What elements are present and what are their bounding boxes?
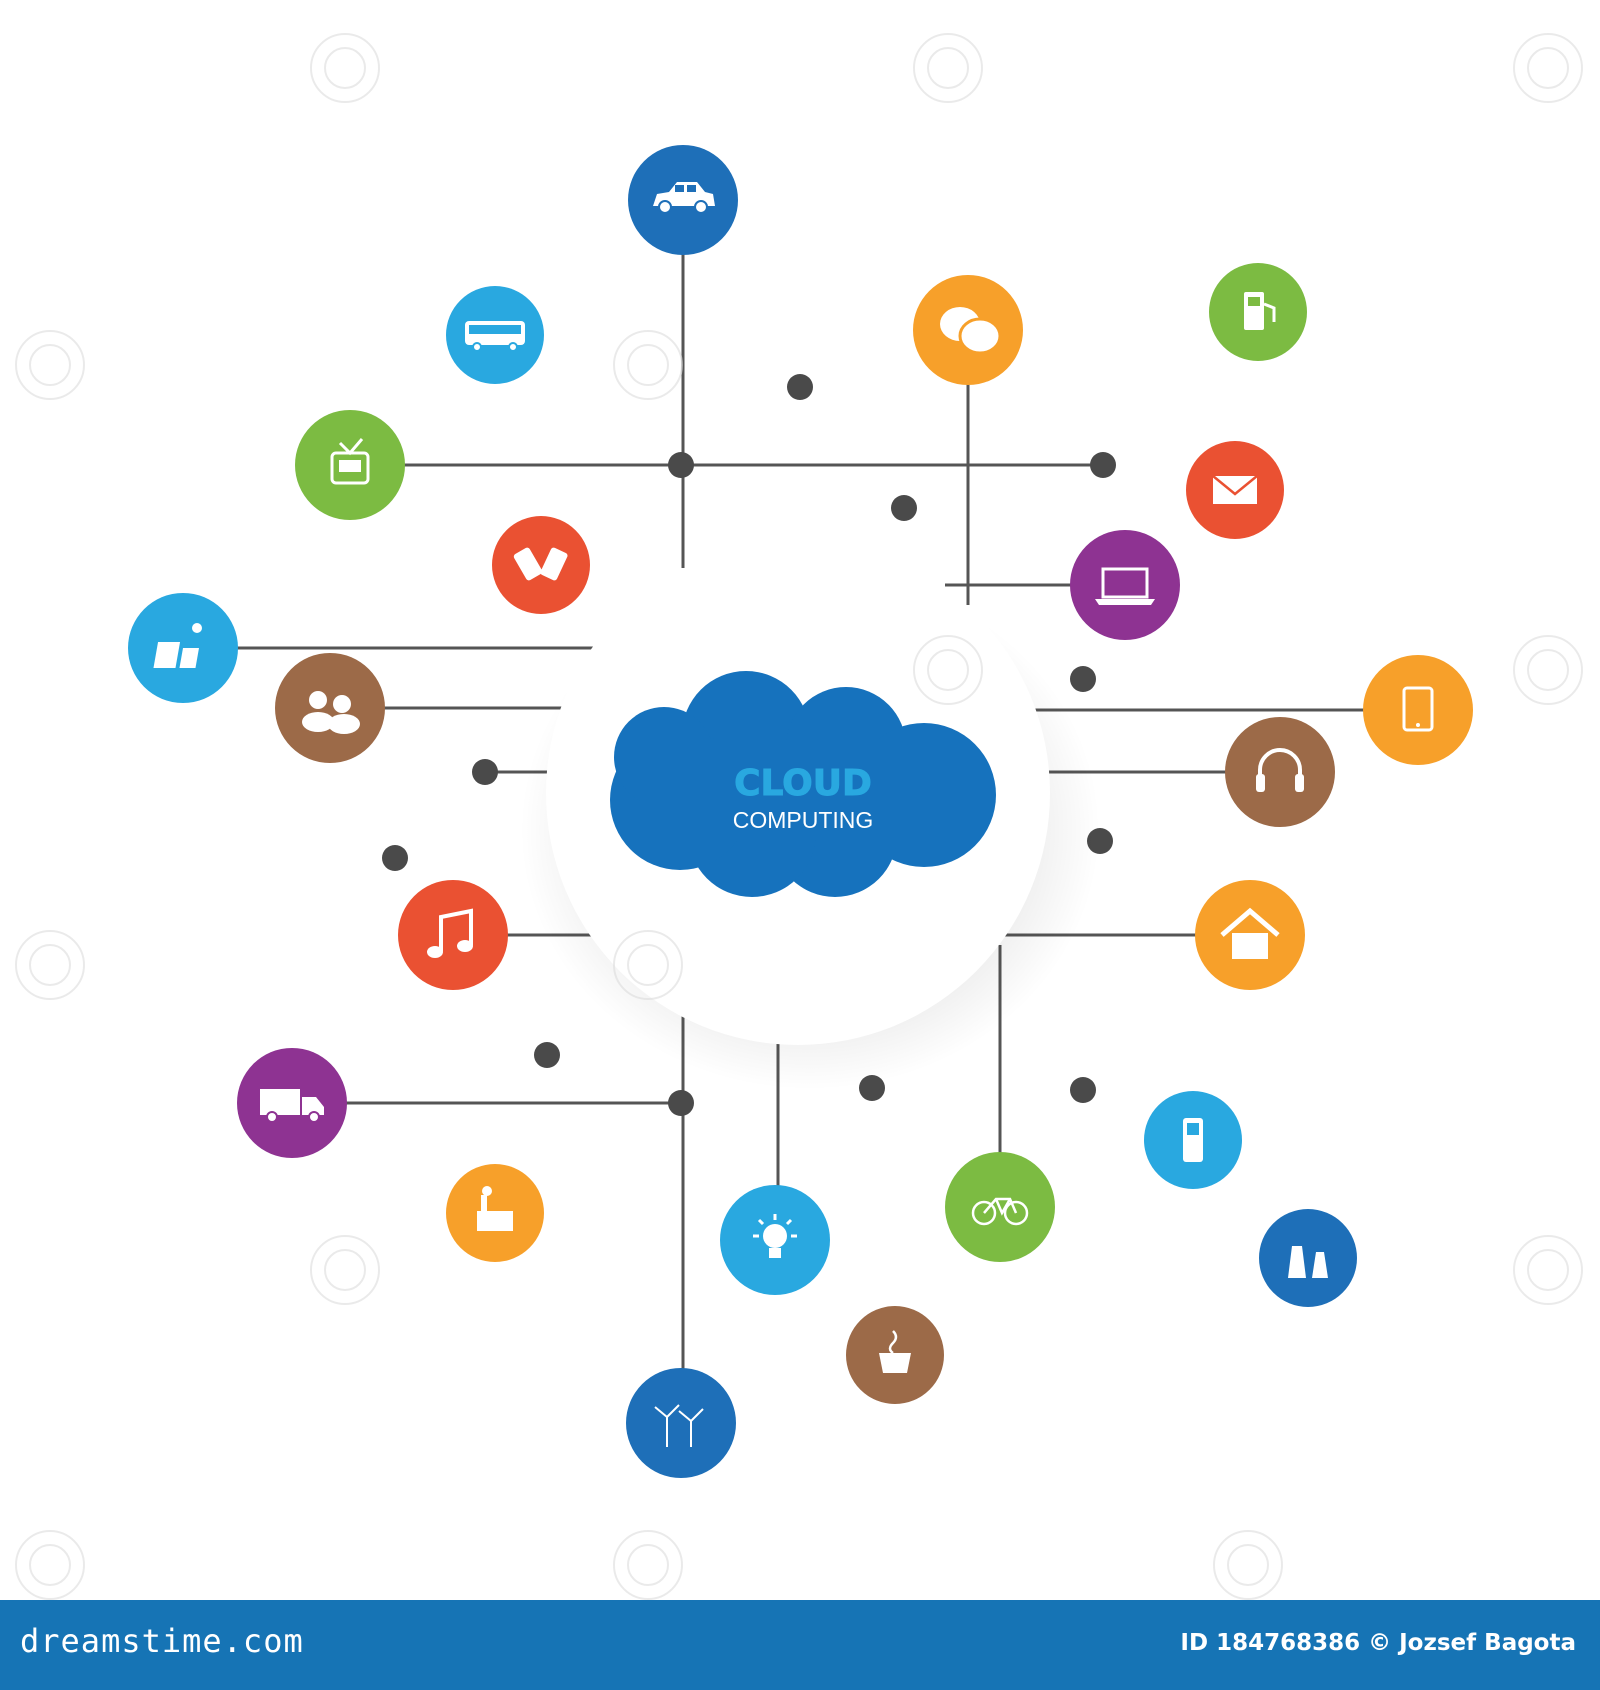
laptop-icon — [1095, 567, 1155, 605]
cell-phone-node — [1144, 1091, 1242, 1189]
mobile-phones-icon — [513, 547, 568, 581]
wind-turbine-icon — [654, 1404, 704, 1447]
mobile-phones-node — [492, 516, 590, 614]
junction-dot — [1090, 452, 1116, 478]
car-icon — [653, 182, 715, 214]
network-dot — [1070, 666, 1096, 692]
bicycle-node — [945, 1152, 1055, 1262]
people-node — [275, 653, 385, 763]
factory-node — [446, 1164, 544, 1262]
network-dot — [472, 759, 498, 785]
music-note-icon — [427, 908, 473, 958]
network-dot — [382, 845, 408, 871]
bus-icon — [465, 321, 525, 352]
mail-icon — [1212, 475, 1258, 504]
network-dot — [891, 495, 917, 521]
solar-panel-icon — [153, 623, 202, 668]
bicycle-icon — [971, 1197, 1029, 1226]
junction-dot — [668, 452, 694, 478]
truck-icon — [260, 1089, 324, 1123]
coffee-cup-icon — [879, 1330, 911, 1373]
footer-brand: dreamstime.com — [20, 1622, 304, 1660]
home-icon — [1220, 907, 1280, 959]
people-icon — [302, 691, 360, 734]
wind-turbine-node — [626, 1368, 736, 1478]
network-dot — [1070, 1077, 1096, 1103]
cloud-title: CLOUD — [734, 763, 872, 804]
music-note-node — [398, 880, 508, 990]
network-dot — [534, 1042, 560, 1068]
tv-node — [295, 410, 405, 520]
chat-bubbles-node — [913, 275, 1023, 385]
light-bulb-icon — [753, 1214, 797, 1258]
truck-node — [237, 1048, 347, 1158]
cell-phone-icon — [1183, 1118, 1203, 1162]
nuclear-plant-node — [1259, 1209, 1357, 1307]
bus-node — [446, 286, 544, 384]
cloud-shape — [610, 671, 996, 897]
icon-nodes — [128, 145, 1473, 1478]
car-node — [628, 145, 738, 255]
junction-dots — [382, 374, 1116, 1116]
cloud-subtitle: COMPUTING — [733, 807, 874, 833]
headphones-node — [1225, 717, 1335, 827]
mail-node — [1186, 441, 1284, 539]
home-node — [1195, 880, 1305, 990]
chat-bubbles-icon — [940, 307, 1002, 355]
network-dot — [787, 374, 813, 400]
fuel-station-node — [1209, 263, 1307, 361]
laptop-node — [1070, 530, 1180, 640]
nuclear-plant-icon — [1288, 1246, 1328, 1278]
solar-panel-node — [128, 593, 238, 703]
headphones-icon — [1256, 748, 1304, 792]
cloud-network-diagram: CLOUD COMPUTING — [15, 33, 1583, 1600]
tv-icon — [330, 438, 370, 485]
coffee-cup-node — [846, 1306, 944, 1404]
fuel-station-icon — [1244, 292, 1276, 330]
watermark-pattern — [15, 33, 1583, 1600]
footer-credit: ID 184768386 © Jozsef Bagota — [1180, 1630, 1576, 1656]
light-bulb-node — [720, 1185, 830, 1295]
junction-dot — [668, 1090, 694, 1116]
tablet-icon — [1402, 686, 1434, 732]
factory-icon — [477, 1186, 513, 1231]
footer-bar: dreamstime.com ID 184768386 © Jozsef Bag… — [0, 1600, 1600, 1690]
tablet-node — [1363, 655, 1473, 765]
